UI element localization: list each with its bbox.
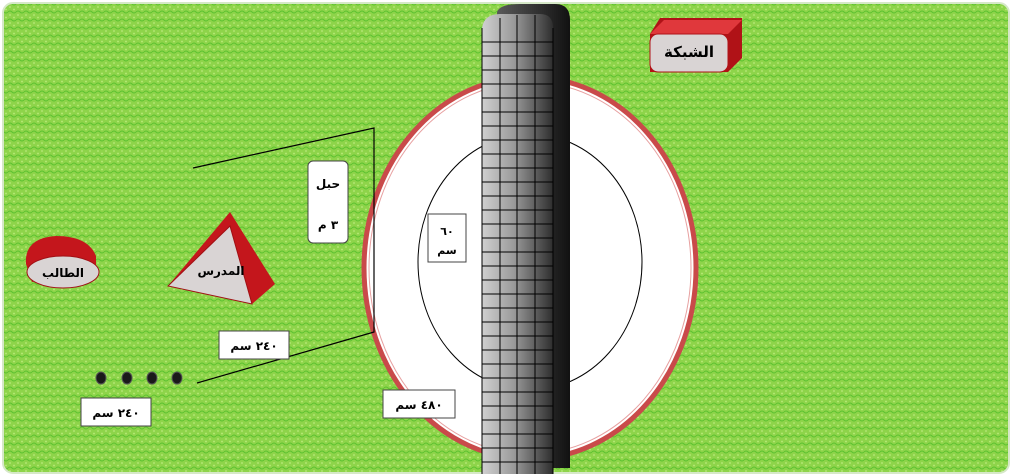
teacher-shape: المدرس (166, 212, 275, 305)
rope-distance-label: ٢٤٠ سم (230, 339, 277, 353)
net-label: الشبكة (664, 43, 714, 61)
rope-distance-label-box: ٢٤٠ سم (218, 330, 290, 360)
student-label: الطالب (42, 266, 84, 280)
rope-label-word: حبل (316, 177, 340, 191)
net (481, 4, 570, 474)
net-mesh (481, 15, 554, 474)
teacher-label: المدرس (197, 264, 244, 278)
marker (171, 371, 183, 385)
net-label-box: الشبكة (649, 18, 742, 73)
inner-circle-value: ٦٠ (440, 225, 453, 238)
marker (146, 371, 158, 385)
markers (95, 371, 183, 385)
inner-circle-label-box: ٦٠ سم (427, 213, 467, 263)
outer-circle-label-box: ٤٨٠ سم (382, 389, 456, 419)
outer-circle-label: ٤٨٠ سم (395, 398, 442, 412)
inner-circle-unit: سم (437, 244, 456, 257)
marker (95, 371, 107, 385)
rope-label-box: حبل ٣ م (307, 160, 349, 244)
student-shape: الطالب (25, 236, 100, 289)
marker (121, 371, 133, 385)
rope-label-length: ٣ م (318, 218, 339, 233)
markers-distance-label: ٢٤٠ سم (92, 406, 139, 420)
markers-distance-label-box: ٢٤٠ سم (80, 397, 152, 427)
